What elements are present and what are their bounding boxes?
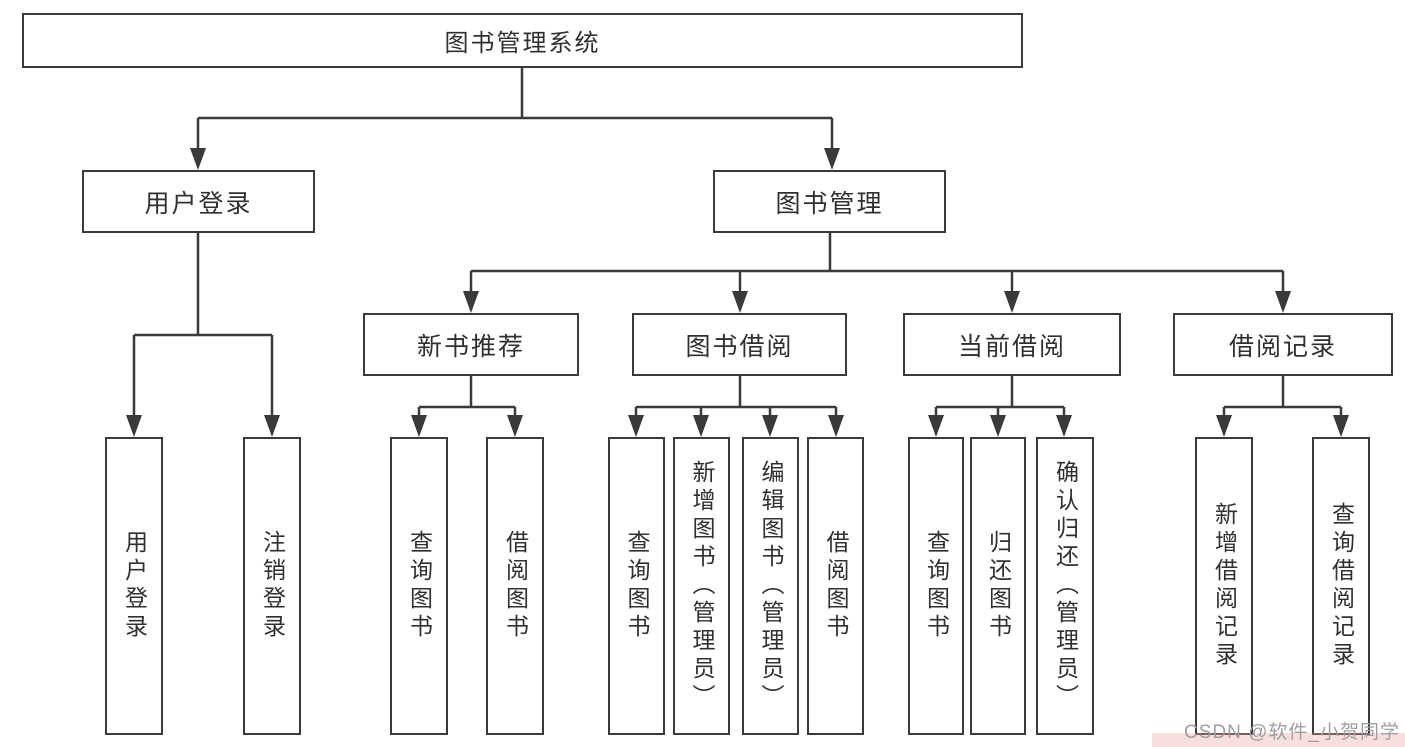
leaf-return-books: 归还图书 <box>970 437 1026 735</box>
leaf-user-login: 用户登录 <box>105 437 163 735</box>
leaf-borrow-books: 借阅图书 <box>807 437 864 735</box>
leaf-label: 借阅图书 <box>823 530 849 642</box>
node-label: 借阅记录 <box>1228 332 1337 361</box>
watermark-text: CSDN @软件_小贺同学 <box>1184 722 1400 743</box>
node-label: 新书推荐 <box>416 332 525 361</box>
node-library-management-system: 图书管理系统 <box>22 13 1023 68</box>
leaf-label: 借阅图书 <box>502 530 529 642</box>
node-user-login: 用户登录 <box>82 170 315 233</box>
node-new-book-recommendation: 新书推荐 <box>363 313 579 376</box>
leaf-label: 注销登录 <box>259 530 286 642</box>
node-borrowing-records: 借阅记录 <box>1173 313 1393 376</box>
leaf-query-borrow-record: 查询借阅记录 <box>1312 437 1370 735</box>
leaf-add-books-admin: 新增图书（管理员） <box>673 437 730 735</box>
leaf-label: 新增借阅记录 <box>1211 502 1238 670</box>
leaf-add-borrow-record: 新增借阅记录 <box>1195 437 1253 735</box>
leaf-query-books-current: 查询图书 <box>908 437 964 735</box>
leaf-edit-books-admin: 编辑图书（管理员） <box>742 437 799 735</box>
leaf-logout: 注销登录 <box>243 437 301 735</box>
leaf-query-books-recommend: 查询图书 <box>390 437 448 735</box>
leaf-label: 查询图书 <box>406 530 433 642</box>
leaf-label: 编辑图书（管理员） <box>758 460 784 712</box>
arrowhead-icons <box>126 148 1349 437</box>
node-current-borrowing: 当前借阅 <box>903 313 1121 376</box>
leaf-label: 确认归还（管理员） <box>1052 460 1079 712</box>
leaf-label: 查询图书 <box>923 530 950 642</box>
node-label: 图书管理系统 <box>444 30 601 57</box>
node-label: 当前借阅 <box>957 332 1066 361</box>
leaf-label: 查询图书 <box>624 530 650 642</box>
node-book-management: 图书管理 <box>713 170 946 233</box>
node-label: 图书借阅 <box>685 332 794 361</box>
leaf-confirm-return-admin: 确认归还（管理员） <box>1036 437 1094 735</box>
node-label: 用户登录 <box>144 189 253 218</box>
leaf-label: 查询借阅记录 <box>1328 502 1355 670</box>
node-book-borrowing: 图书借阅 <box>632 313 847 376</box>
leaf-label: 归还图书 <box>985 530 1012 642</box>
leaf-label: 用户登录 <box>121 530 148 642</box>
watermark-tint <box>1152 733 1405 747</box>
node-label: 图书管理 <box>775 189 884 218</box>
leaf-query-books-borrowing: 查询图书 <box>608 437 665 735</box>
leaf-borrow-books-recommend: 借阅图书 <box>486 437 544 735</box>
leaf-label: 新增图书（管理员） <box>689 460 715 712</box>
